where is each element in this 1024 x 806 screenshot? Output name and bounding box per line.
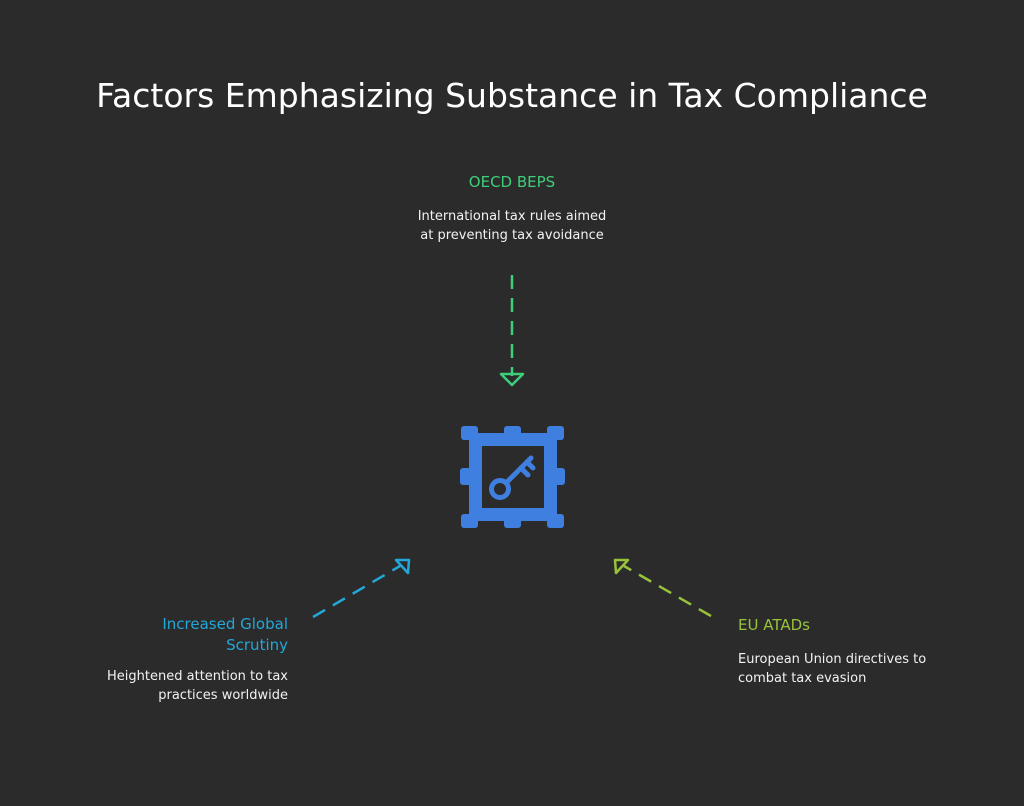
key-frame-icon — [460, 426, 565, 528]
diagram-title: Factors Emphasizing Substance in Tax Com… — [96, 76, 928, 115]
scrutiny-arrow — [312, 558, 411, 619]
factor-description-scrutiny: Heightened attention to tax practices wo… — [107, 669, 288, 703]
factor-heading-oecd: OECD BEPS — [468, 173, 556, 191]
factor-heading-scrutiny: Increased Global Scrutiny — [162, 615, 288, 654]
factor-heading-atad: EU ATADs — [738, 616, 810, 634]
factor-description-oecd: International tax rules aimed at prevent… — [417, 209, 607, 243]
atad-arrow — [613, 558, 712, 618]
oecd-arrow — [499, 275, 525, 387]
factor-description-atad: European Union directives to combat tax … — [738, 652, 927, 686]
